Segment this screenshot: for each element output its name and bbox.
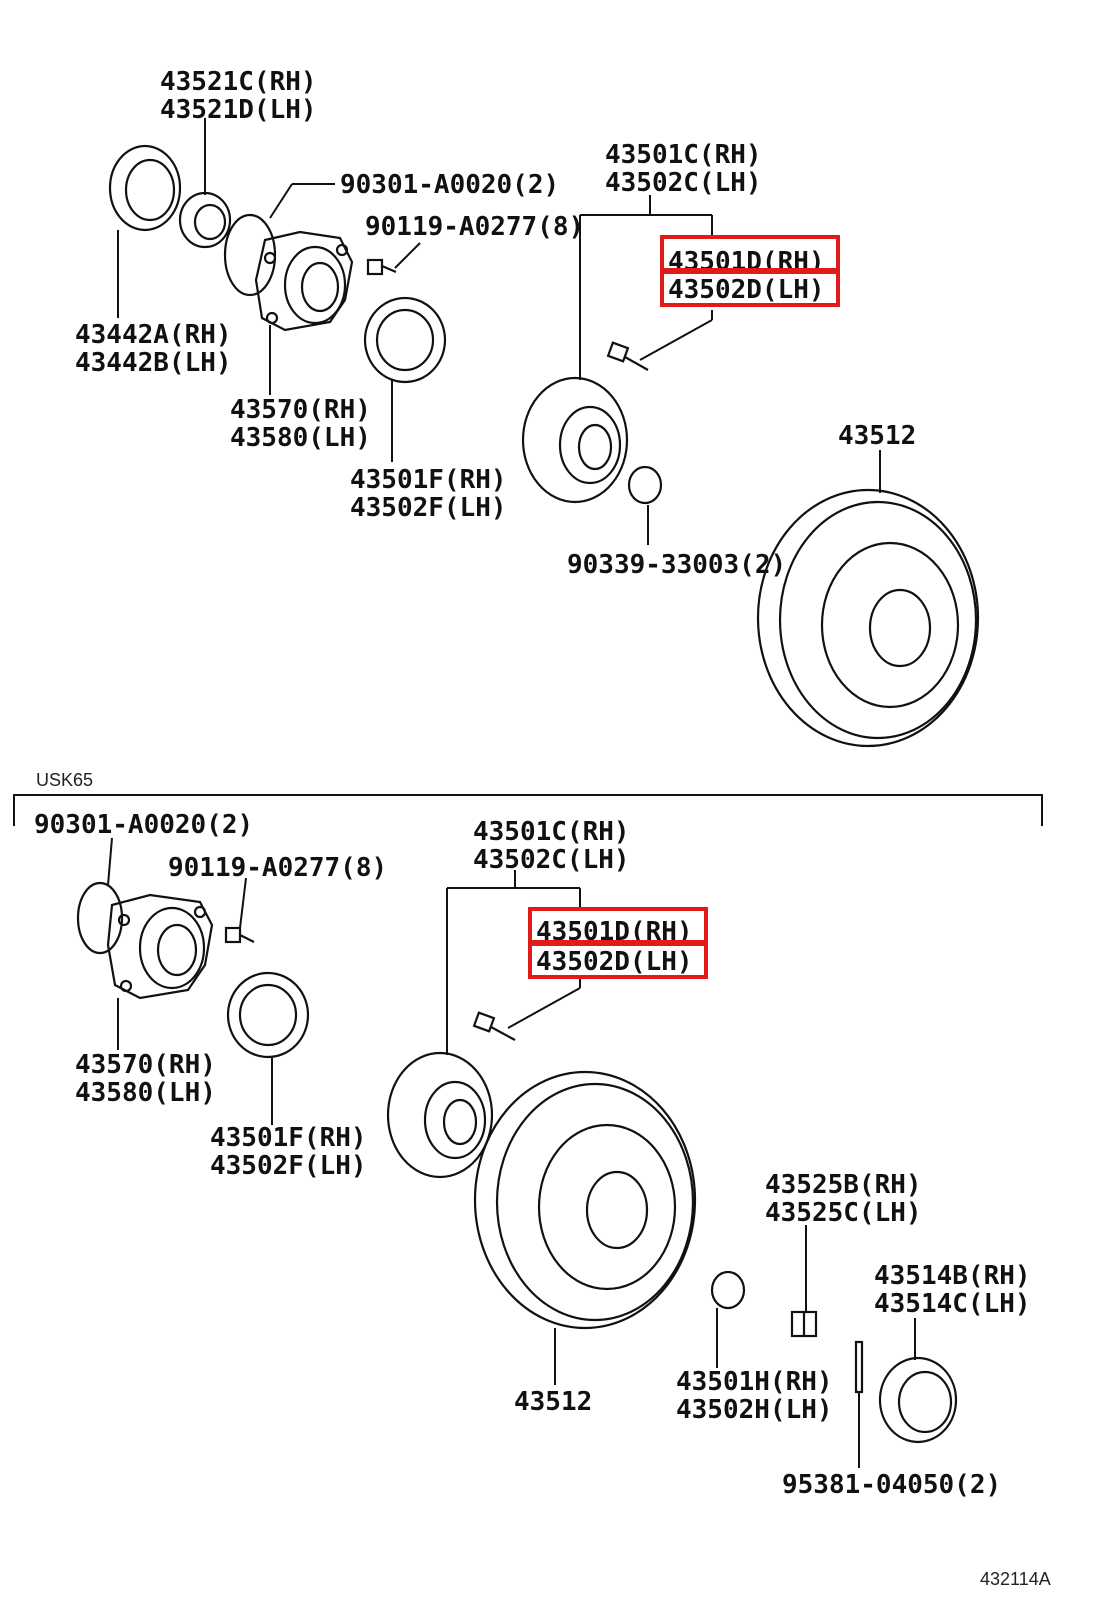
label-43442a: 43442A(RH): [75, 320, 232, 350]
label-43502f-bottom: 43502F(LH): [210, 1151, 367, 1181]
label-43501c-top: 43501C(RH): [605, 140, 762, 170]
hub-bolt-drawing-bottom: [472, 1011, 516, 1041]
label-95381: 95381-04050(2): [782, 1470, 1001, 1500]
axle-hub-drawing-bottom: [386, 1051, 494, 1179]
label-43570-bottom: 43570(RH): [75, 1050, 216, 1080]
o-ring-drawing-bottom: [76, 881, 124, 955]
label-43570-top: 43570(RH): [230, 395, 371, 425]
bearing-drawing: [178, 191, 232, 249]
wheel-nut-drawing: [627, 465, 663, 505]
label-43501f-top: 43501F(RH): [350, 465, 507, 495]
label-43501h: 43501H(RH): [676, 1367, 833, 1397]
label-43512-top: 43512: [838, 421, 916, 451]
label-43525c: 43525C(LH): [765, 1198, 922, 1228]
spacer-drawing-bottom: [226, 971, 310, 1059]
label-43502d-top: 43502D(LH): [668, 275, 825, 305]
label-43502d-bottom: 43502D(LH): [536, 947, 693, 977]
label-43512-bottom: 43512: [514, 1387, 592, 1417]
bottom-leader-lines: [107, 837, 916, 1468]
housing-drawing-bottom: [106, 893, 214, 1000]
label-90119-top: 90119-A0277(8): [365, 212, 584, 242]
cotter-pin-drawing: [854, 1340, 864, 1394]
hub-bolt-drawing: [606, 341, 649, 371]
label-90301-bottom: 90301-A0020(2): [34, 810, 253, 840]
label-43521d: 43521D(LH): [160, 95, 317, 125]
section-bracket: [13, 794, 1043, 826]
spacer-drawing: [363, 296, 447, 384]
axle-hub-drawing: [521, 376, 629, 504]
highlight-43502d-top: [660, 270, 840, 307]
figure-code: 432114A: [980, 1569, 1051, 1589]
label-43502c-top: 43502C(LH): [605, 168, 762, 198]
label-90301-top: 90301-A0020(2): [340, 170, 559, 200]
highlight-43502d-bottom: [528, 942, 708, 979]
disc-rotor-drawing-bottom: [473, 1070, 697, 1330]
label-43521c: 43521C(RH): [160, 67, 317, 97]
bolt-drawing-bottom: [224, 926, 255, 944]
housing-drawing: [254, 230, 354, 332]
label-43442b: 43442B(LH): [75, 348, 232, 378]
label-43580-bottom: 43580(LH): [75, 1078, 216, 1108]
hub-nut-drawing: [710, 1270, 746, 1310]
label-43514c: 43514C(LH): [874, 1289, 1031, 1319]
label-43502h: 43502H(LH): [676, 1395, 833, 1425]
lock-cap-drawing: [790, 1310, 818, 1338]
label-43525b: 43525B(RH): [765, 1170, 922, 1200]
disc-rotor-drawing: [756, 488, 980, 748]
grease-cap-drawing: [878, 1356, 958, 1444]
label-90119-bottom: 90119-A0277(8): [168, 853, 387, 883]
label-43501c-bottom: 43501C(RH): [473, 817, 630, 847]
bolt-drawing: [366, 258, 397, 276]
label-43580-top: 43580(LH): [230, 423, 371, 453]
label-43502f-top: 43502F(LH): [350, 493, 507, 523]
label-43514b: 43514B(RH): [874, 1261, 1031, 1291]
label-43502c-bottom: 43502C(LH): [473, 845, 630, 875]
label-43501f-bottom: 43501F(RH): [210, 1123, 367, 1153]
oil-seal-drawing: [108, 144, 182, 232]
top-leader-lines: [117, 118, 881, 545]
section-label-usk65: USK65: [36, 770, 93, 790]
label-90339: 90339-33003(2): [567, 550, 786, 580]
